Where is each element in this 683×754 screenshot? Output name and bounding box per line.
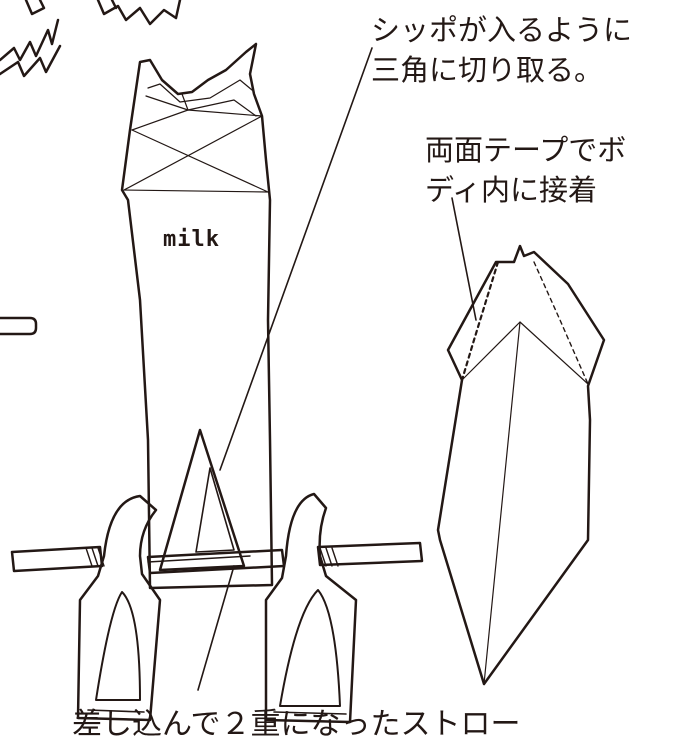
milk-carton-body — [120, 42, 274, 590]
tail-cut-callout: シッポが入るように 三角に切り取る。 — [371, 10, 632, 90]
triangle-cutout-inner — [195, 467, 235, 553]
tape-line-2: ディ内に接着 — [425, 173, 597, 207]
tail-cut-line-1: シッポが入るように — [371, 13, 633, 47]
tail-cut-line-2: 三角に切り取る。 — [371, 53, 604, 87]
straw — [10, 541, 424, 575]
straw-callout: 差し込んで２重になったストロー — [72, 707, 521, 742]
side-tube-fragment — [0, 316, 38, 336]
tail-cut-leader — [219, 47, 373, 471]
nose-cone-piece — [436, 244, 606, 686]
flame-fragment-left — [0, 18, 62, 78]
flame-fragment-right — [24, 0, 182, 26]
tape-callout: 両面テープでボ ディ内に接着 — [425, 130, 626, 210]
tape-leader — [451, 197, 477, 321]
left-fin — [76, 494, 162, 722]
milk-logo: milk — [163, 227, 220, 252]
right-fin — [264, 492, 358, 724]
straw-leader — [197, 565, 235, 691]
triangle-cutout — [158, 428, 246, 572]
tape-line-1: 両面テープでボ — [425, 133, 627, 167]
